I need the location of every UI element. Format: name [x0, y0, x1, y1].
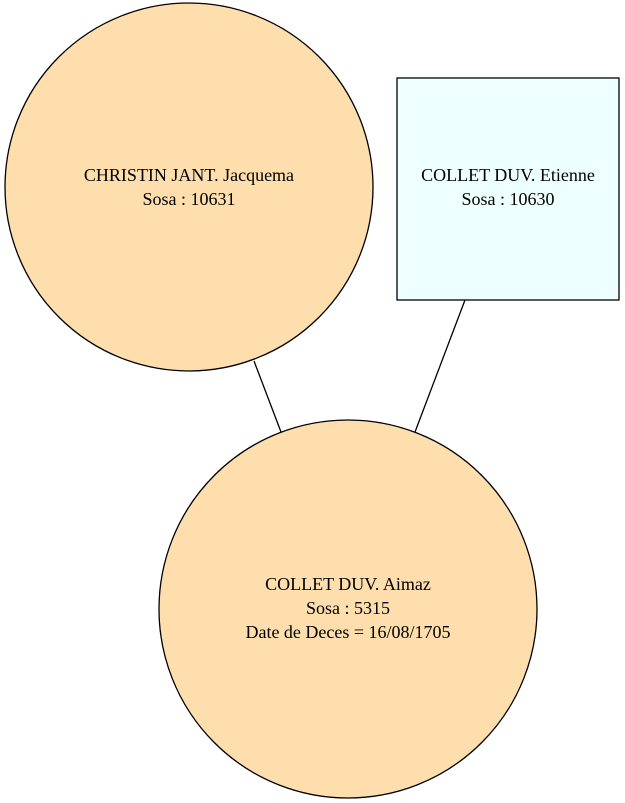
- node-child-sosa: Sosa : 5315: [306, 598, 390, 618]
- node-child[interactable]: COLLET DUV. Aimaz Sosa : 5315 Date de De…: [158, 419, 538, 799]
- node-father-box: [396, 77, 620, 301]
- node-child-death: Date de Deces = 16/08/1705: [245, 622, 450, 642]
- node-father[interactable]: COLLET DUV. Etienne Sosa : 10630: [396, 77, 620, 301]
- edge-father-to-child: [414, 299, 466, 433]
- node-child-circle: [158, 419, 538, 799]
- edge-mother-to-child: [253, 360, 282, 433]
- node-mother-circle: [4, 2, 374, 372]
- node-mother-sosa: Sosa : 10631: [142, 189, 235, 209]
- node-father-sosa: Sosa : 10630: [461, 189, 554, 209]
- node-mother[interactable]: CHRISTIN JANT. Jacquema Sosa : 10631: [4, 2, 374, 372]
- node-father-name: COLLET DUV. Etienne: [421, 165, 595, 185]
- node-child-name: COLLET DUV. Aimaz: [265, 574, 431, 594]
- node-mother-name: CHRISTIN JANT. Jacquema: [84, 165, 294, 185]
